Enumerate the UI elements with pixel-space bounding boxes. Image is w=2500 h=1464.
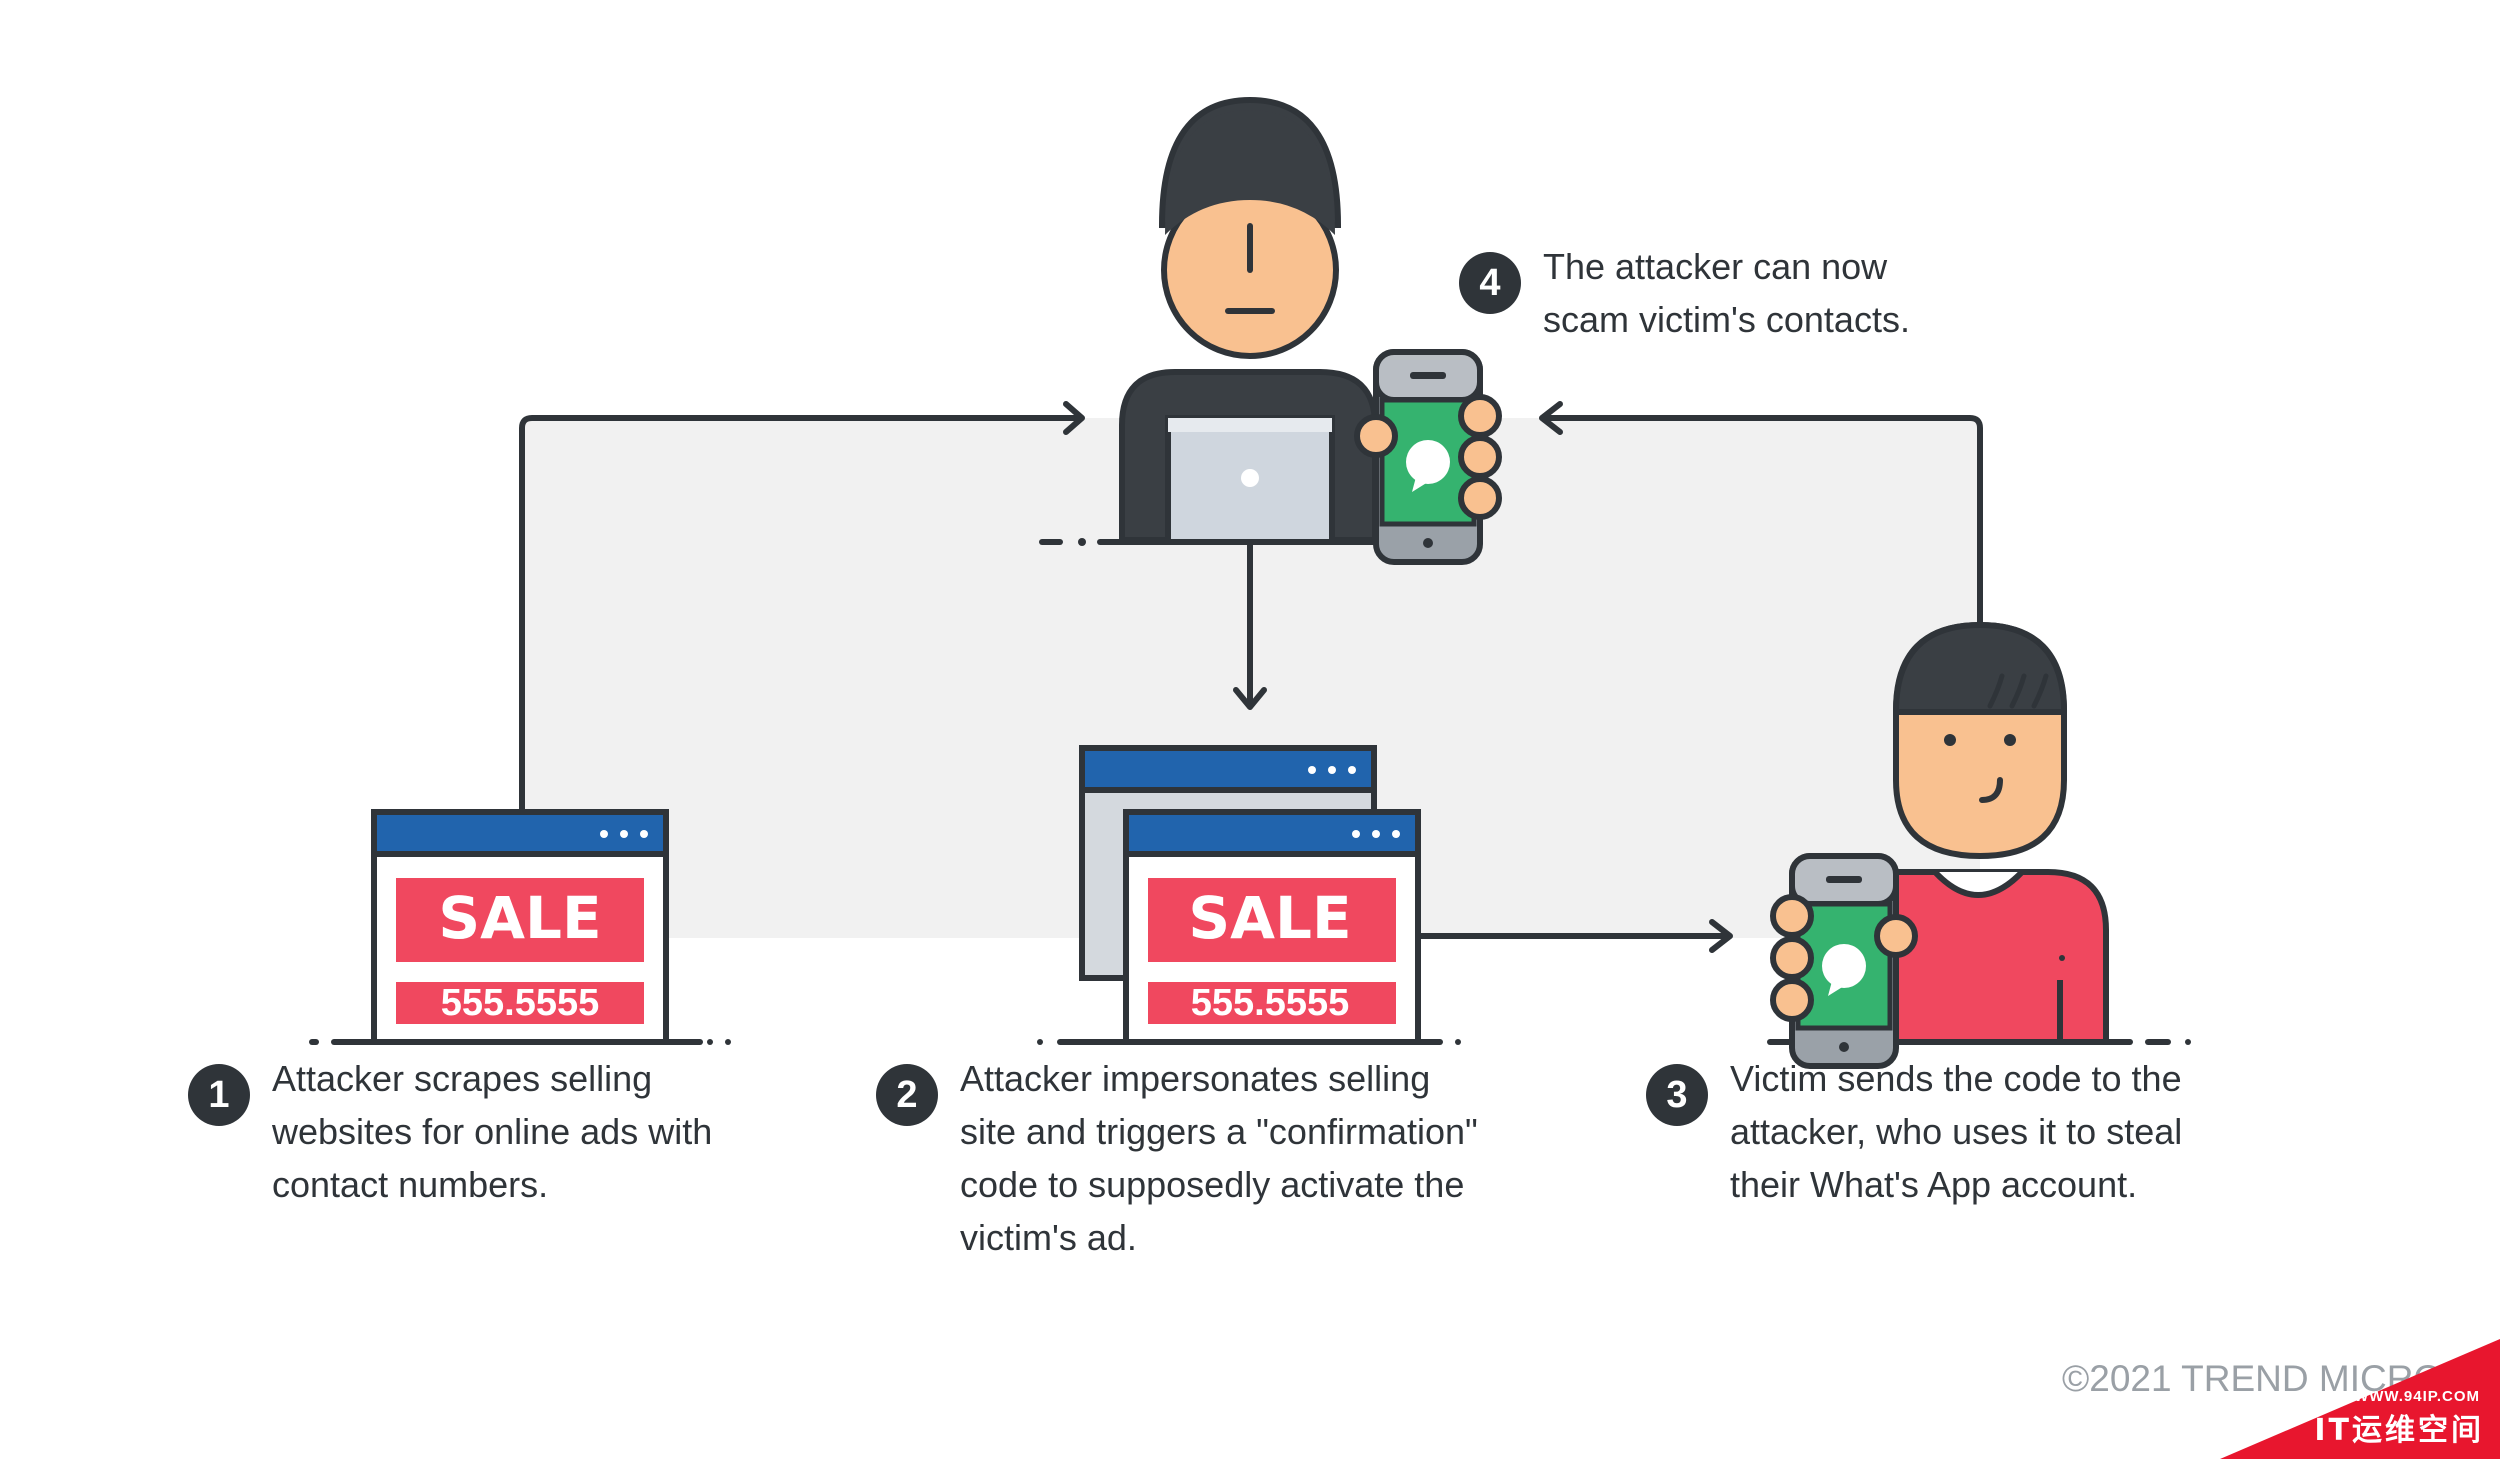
step-2: 2 Attacker impersonates selling site and… (876, 1058, 1478, 1264)
step-4-number: 4 (1459, 252, 1521, 314)
victim-phone-icon (1770, 856, 1918, 1066)
watermark-url: WWW.94IP.COM (2354, 1388, 2480, 1405)
step-3-text: Victim sends the code to the attacker, w… (1730, 1058, 2183, 1205)
impersonated-browser-icon: SALE 555.5555 (1037, 745, 1461, 1045)
step-4-text: The attacker can now scam victim's conta… (1543, 246, 1910, 340)
step-4: 4 The attacker can now scam victim's con… (1459, 246, 1910, 346)
step-1: 1 Attacker scrapes selling websites for … (188, 1058, 712, 1211)
browser-ad-icon: SALE 555.5555 (309, 812, 731, 1045)
sale-label-2: SALE (1188, 884, 1351, 952)
laptop-icon (1039, 415, 1403, 546)
step-3: 3 Victim sends the code to the attacker,… (1646, 1058, 2182, 1211)
step-3-number: 3 (1646, 1064, 1708, 1126)
step-2-number: 2 (876, 1064, 938, 1126)
step-1-text: Attacker scrapes selling websites for on… (272, 1058, 713, 1205)
phone-number: 555.5555 (441, 982, 600, 1024)
watermark-badge: WWW.94IP.COM IT运维空间 (2220, 1339, 2500, 1459)
phone-number-2: 555.5555 (1191, 982, 1350, 1024)
step-2-text: Attacker impersonates selling site and t… (960, 1058, 1478, 1258)
watermark-name: IT运维空间 (2314, 1413, 2484, 1448)
watermark-shape (2220, 1339, 2500, 1459)
step-1-number: 1 (188, 1064, 250, 1126)
arrow-icon (519, 401, 1983, 953)
phone-chat-icon (1354, 352, 1502, 562)
sale-label: SALE (438, 884, 601, 952)
